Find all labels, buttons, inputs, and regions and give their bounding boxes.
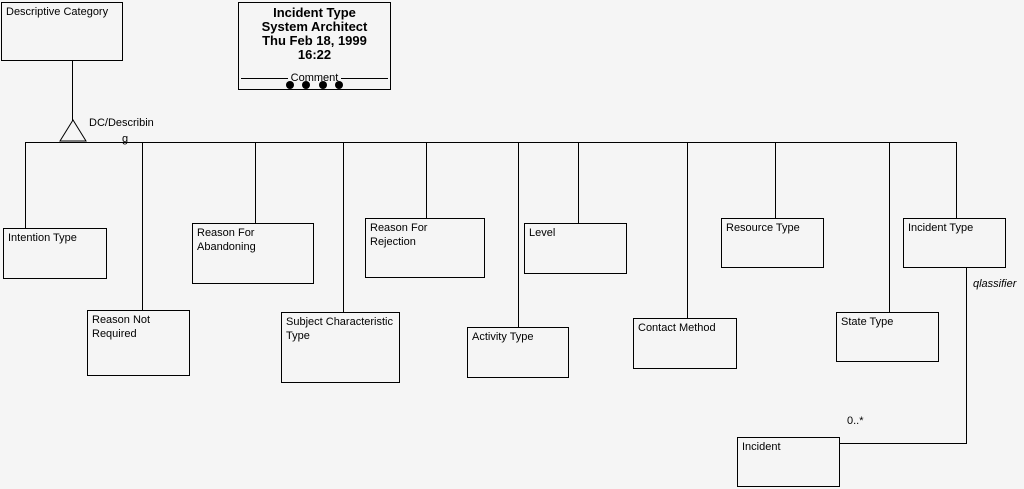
title-tool-name: System Architect <box>261 19 368 34</box>
divider-line-left <box>241 77 288 79</box>
entity-incident-type-label: Incident Type <box>908 222 974 234</box>
drop-resource-type <box>775 142 776 218</box>
entity-reason-for-rejection[interactable]: Reason For Rejection <box>365 218 485 278</box>
entity-descriptive-category-label: Descriptive Category <box>6 6 109 18</box>
hierarchy-label-line1: DC/Describin <box>89 117 154 129</box>
drop-level <box>578 142 579 223</box>
comment-divider: Comment <box>241 71 388 85</box>
hierarchy-bus-line <box>25 142 957 143</box>
comment-label: Comment <box>290 71 339 84</box>
comment-dots-icon <box>239 81 390 99</box>
entity-reason-not-required-label: Reason Not Required <box>92 314 151 340</box>
entity-incident-type[interactable]: Incident Type <box>903 218 1006 268</box>
entity-state-type[interactable]: State Type <box>836 312 939 362</box>
entity-reason-for-abandoning-label: Reason For Abandoning <box>197 227 256 253</box>
title-diagram-name: Incident Type <box>273 5 356 20</box>
entity-descriptive-category[interactable]: Descriptive Category <box>1 2 123 61</box>
drop-incident-type <box>956 142 957 218</box>
entity-subject-characteristic-type[interactable]: Subject Characteristic Type <box>281 312 400 383</box>
entity-activity-type-label: Activity Type <box>472 331 534 343</box>
divider-line-right <box>341 77 388 79</box>
root-stem-connector <box>72 60 73 121</box>
entity-contact-method[interactable]: Contact Method <box>633 318 737 369</box>
entity-activity-type[interactable]: Activity Type <box>467 327 569 378</box>
entity-intention-type-label: Intention Type <box>8 232 77 244</box>
drop-intention-type <box>25 142 26 228</box>
drop-state-type <box>889 142 890 312</box>
association-cardinality-label: 0..* <box>847 415 864 427</box>
association-vertical-segment <box>966 268 967 444</box>
entity-resource-type-label: Resource Type <box>726 222 800 234</box>
comment-dot-icon <box>318 81 327 89</box>
drop-activity-type <box>518 142 519 327</box>
entity-resource-type[interactable]: Resource Type <box>721 218 824 268</box>
entity-level-label: Level <box>529 227 556 239</box>
comment-dot-icon <box>285 81 294 89</box>
entity-incident-label: Incident <box>742 441 781 453</box>
entity-state-type-label: State Type <box>841 316 894 328</box>
generalization-triangle-icon <box>59 119 87 142</box>
drop-reason-for-rejection <box>426 142 427 218</box>
entity-intention-type[interactable]: Intention Type <box>3 228 107 279</box>
drop-contact-method <box>687 142 688 318</box>
drop-reason-for-abandoning <box>255 142 256 223</box>
entity-contact-method-label: Contact Method <box>638 322 716 334</box>
association-horizontal-segment <box>840 443 967 444</box>
comment-dot-icon <box>302 81 311 89</box>
entity-reason-for-rejection-label: Reason For Rejection <box>370 222 428 248</box>
title-time: 16:22 <box>297 47 332 62</box>
drop-reason-not-required <box>142 142 143 310</box>
drop-subject-characteristic-type <box>343 142 344 312</box>
hierarchy-label-line2: g <box>122 133 129 145</box>
entity-subject-characteristic-type-label: Subject Characteristic Type <box>286 316 393 342</box>
entity-reason-for-abandoning[interactable]: Reason For Abandoning <box>192 223 314 284</box>
comment-dot-icon <box>335 81 344 89</box>
entity-reason-not-required[interactable]: Reason Not Required <box>87 310 190 376</box>
entity-level[interactable]: Level <box>524 223 627 274</box>
association-role-label: qlassifier <box>973 278 1017 290</box>
diagram-title-block[interactable]: Incident Type System Architect Thu Feb 1… <box>238 2 391 90</box>
entity-incident[interactable]: Incident <box>737 437 840 487</box>
title-date: Thu Feb 18, 1999 <box>262 33 367 48</box>
